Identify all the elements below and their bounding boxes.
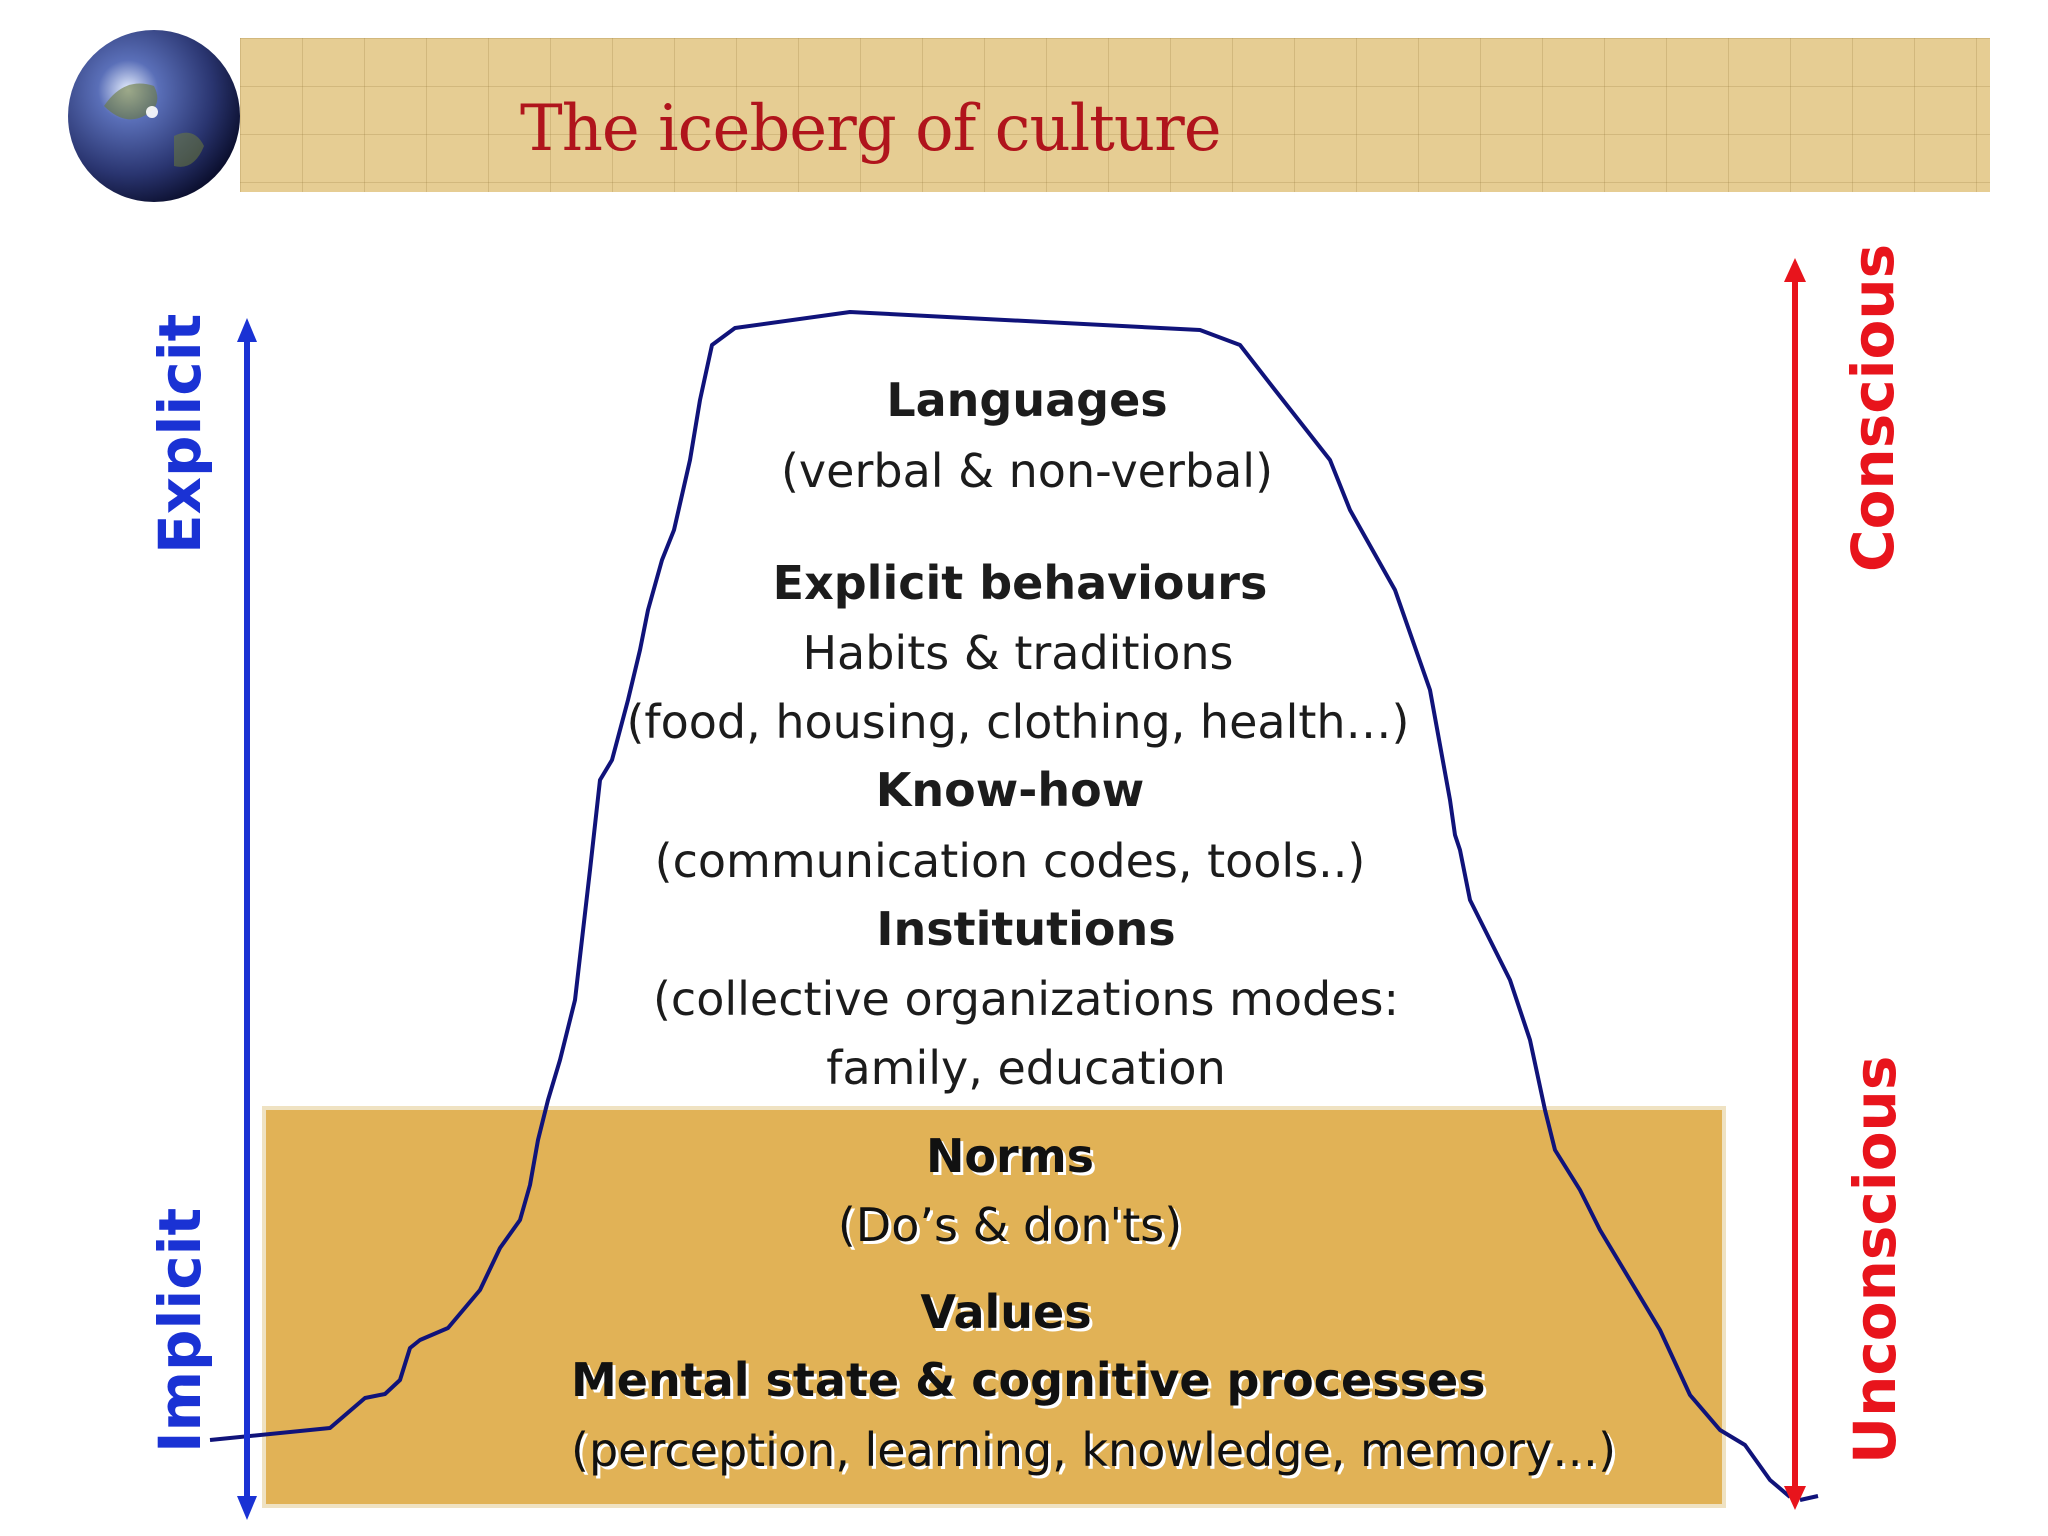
mental-state-subtitle: (perception, learning, knowledge, memory… bbox=[571, 1423, 1617, 1477]
values-title: Values bbox=[920, 1285, 1092, 1339]
institutions-title: Institutions bbox=[876, 902, 1176, 956]
behaviours-title: Explicit behaviours bbox=[772, 556, 1268, 610]
explicit-label: Explicit bbox=[146, 313, 214, 554]
unconscious-label: Unconscious bbox=[1841, 1055, 1909, 1464]
implicit-label: Implicit bbox=[146, 1207, 214, 1453]
arrow-down-icon bbox=[237, 1496, 257, 1520]
page-title: The iceberg of culture bbox=[520, 92, 1222, 166]
conscious-label: Conscious bbox=[1839, 243, 1907, 572]
mental-state-title: Mental state & cognitive processes bbox=[571, 1353, 1486, 1407]
norms-title: Norms bbox=[925, 1129, 1095, 1183]
behaviours-line2: (food, housing, clothing, health…) bbox=[626, 695, 1410, 749]
behaviours-line1: Habits & traditions bbox=[802, 626, 1234, 680]
conscious-unconscious-axis bbox=[1784, 258, 1806, 1510]
institutions-line2: family, education bbox=[826, 1041, 1226, 1095]
title-banner bbox=[240, 38, 1990, 192]
arrow-up-icon bbox=[237, 318, 257, 342]
map-grid-decoration bbox=[240, 38, 1990, 192]
knowhow-title: Know-how bbox=[875, 763, 1145, 817]
explicit-implicit-axis bbox=[237, 318, 257, 1520]
arrow-down-icon bbox=[1784, 1486, 1806, 1510]
institutions-line1: (collective organizations modes: bbox=[652, 972, 1400, 1026]
norms-subtitle: (Do’s & don'ts) bbox=[837, 1198, 1183, 1252]
globe-icon bbox=[68, 30, 240, 202]
languages-subtitle: (verbal & non-verbal) bbox=[780, 444, 1274, 498]
knowhow-subtitle: (communication codes, tools..) bbox=[654, 834, 1366, 888]
languages-title: Languages bbox=[886, 373, 1168, 427]
arrow-up-icon bbox=[1784, 258, 1806, 282]
